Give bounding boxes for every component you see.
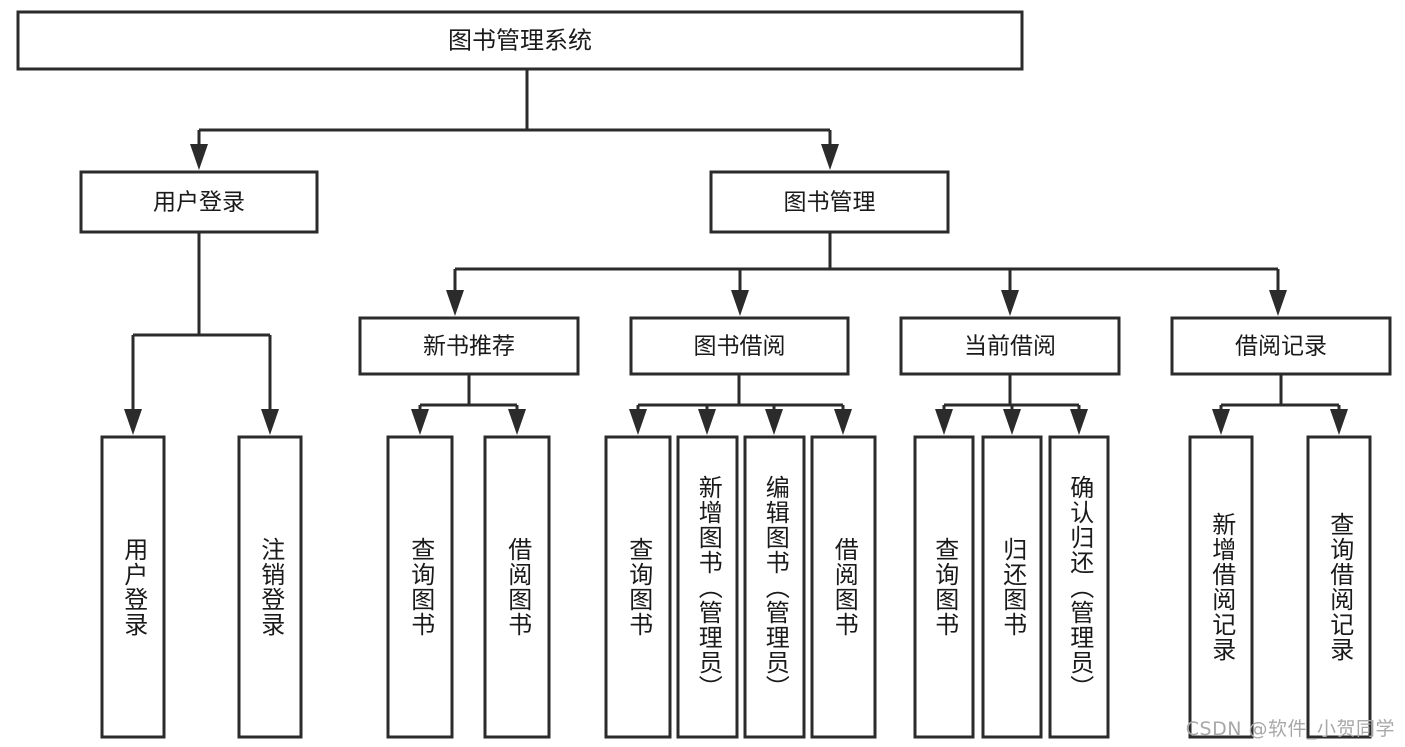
arrow-head-icon [411,409,429,435]
arrow-head-icon [834,409,852,435]
arrow-head-icon [731,290,749,316]
node-borrow-record[interactable] [1170,316,1392,376]
arrow-head-icon [821,144,839,170]
node-borrow-record-label: 借阅记录 [1235,334,1327,360]
node-new-book-recommend-label: 新书推荐 [423,334,515,360]
node-leaf-query-book-cb[interactable] [913,435,975,739]
node-current-borrow-label: 当前借阅 [964,334,1056,360]
conn-cb-to-leaves [935,374,1088,435]
arrow-head-icon [1269,290,1287,316]
node-leaf-add-book-admin[interactable] [676,435,739,739]
node-book-borrow-label: 图书借阅 [694,334,786,360]
arrow-head-icon [765,409,783,435]
arrow-head-icon [1001,290,1019,316]
node-leaf-logout[interactable] [237,435,303,739]
node-leaf-edit-book-admin[interactable] [743,435,806,739]
arrow-head-icon [1070,409,1088,435]
node-new-book-recommend[interactable] [358,316,580,376]
conn-bookmanage-to-level2 [446,232,1287,316]
arrow-head-icon [261,409,279,435]
node-book-manage-label: 图书管理 [784,190,876,216]
node-current-borrow[interactable] [899,316,1121,376]
node-leaf-query-book-nbr[interactable] [386,435,454,739]
arrow-head-icon [1003,409,1021,435]
conn-nbr-to-leaves [411,374,526,435]
connector-layer [124,69,1348,435]
conn-userlogin-to-leaves [124,232,279,435]
arrow-head-icon [190,144,208,170]
conn-brec-to-leaves [1212,374,1348,435]
arrow-head-icon [1330,409,1348,435]
node-user-login[interactable] [79,170,319,234]
arrow-head-icon [935,409,953,435]
node-leaf-confirm-return-admin[interactable] [1048,435,1110,739]
node-user-login-label: 用户登录 [153,190,245,216]
arrow-head-icon [508,409,526,435]
arrow-head-icon [698,409,716,435]
arrow-head-icon [124,409,142,435]
node-book-manage[interactable] [709,170,950,234]
node-leaf-borrow-book-nbr[interactable] [483,435,551,739]
node-leaf-borrow-book-bb[interactable] [810,435,877,739]
node-leaf-return-book[interactable] [981,435,1043,739]
node-book-borrow[interactable] [629,316,850,376]
arrow-head-icon [629,409,647,435]
arrow-head-icon [1212,409,1230,435]
conn-root-to-level1 [190,69,839,170]
node-leaf-add-borrow-record[interactable] [1188,435,1254,739]
watermark-text: CSDN @软件_小贺同学 [1185,718,1395,740]
arrow-head-icon [446,290,464,316]
conn-bb-to-leaves [629,374,852,435]
node-box-layer [16,10,1392,739]
node-leaf-query-borrow-record[interactable] [1306,435,1372,739]
node-root-图书管理系统[interactable] [16,10,1024,71]
node-leaf-query-book-bb[interactable] [604,435,672,739]
node-root-图书管理系统-label: 图书管理系统 [448,27,592,55]
node-leaf-user-login[interactable] [100,435,166,739]
